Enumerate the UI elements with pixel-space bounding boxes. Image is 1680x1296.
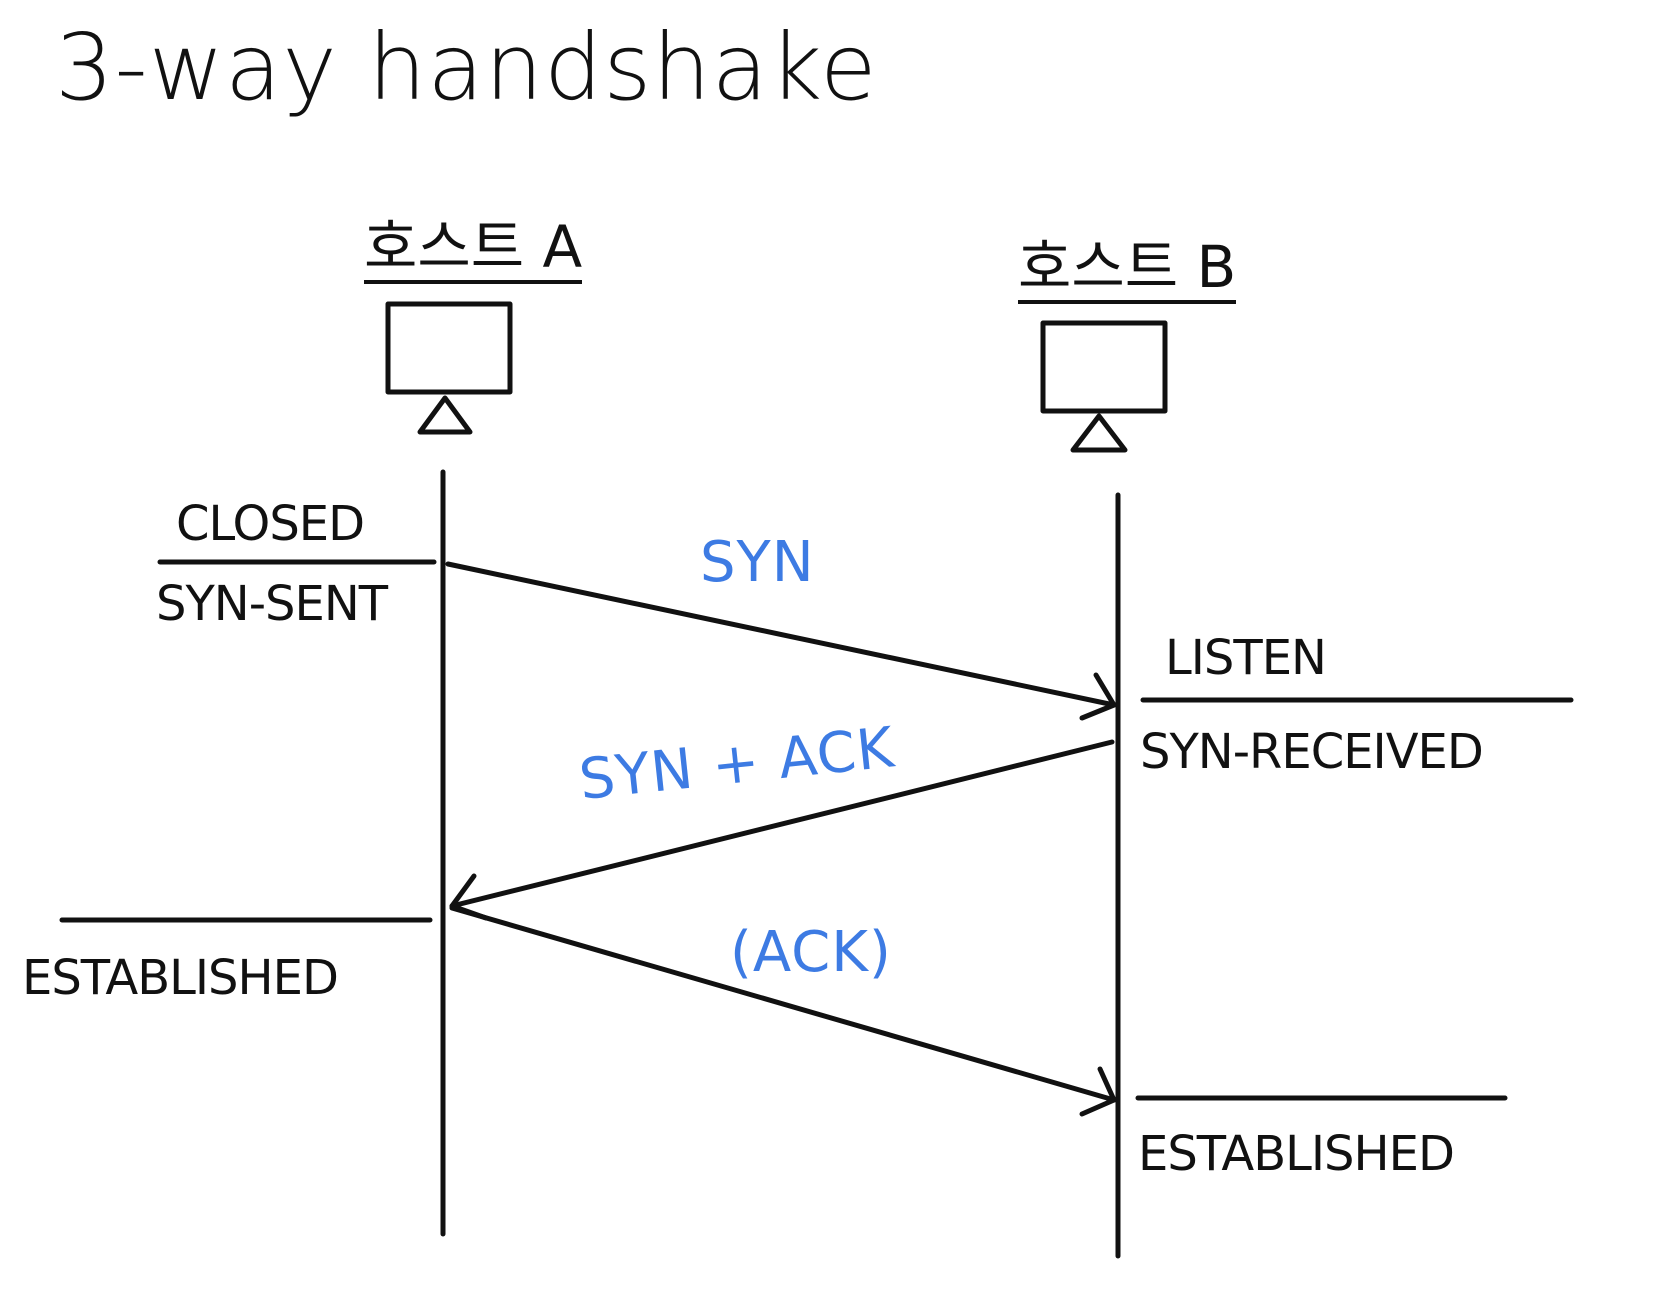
host-b-state-listen: LISTEN <box>1165 630 1327 686</box>
ack-arrow <box>449 905 1117 1117</box>
host-b-state-syn-received: SYN-RECEIVED <box>1140 724 1484 780</box>
host-b-label: 호스트 B <box>1018 235 1237 304</box>
syn-arrow <box>445 561 1117 721</box>
message-label-syn: SYN <box>700 530 815 595</box>
host-b-monitor-icon <box>1040 320 1168 453</box>
host-a-label: 호스트 A <box>364 215 583 284</box>
host-a-state-closed: CLOSED <box>176 496 365 552</box>
host-a-monitor-icon <box>385 301 513 435</box>
host-a-state-syn-sent: SYN-SENT <box>156 576 388 632</box>
page-title: 3-way handshake <box>55 14 878 121</box>
host-a-state-established: ESTABLISHED <box>22 950 339 1006</box>
host-b-state-established: ESTABLISHED <box>1138 1126 1455 1182</box>
message-label-ack: (ACK) <box>730 920 892 985</box>
